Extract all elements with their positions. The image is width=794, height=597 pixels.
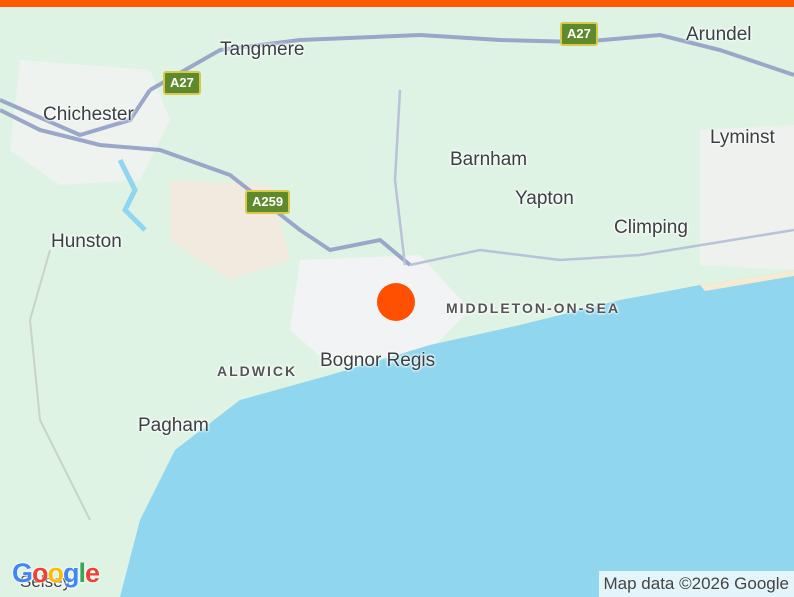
place-yapton[interactable]: Yapton [515, 188, 574, 209]
road-shield-a27-west: A27 [163, 71, 201, 95]
place-pagham[interactable]: Pagham [138, 415, 209, 436]
chichester-urban [10, 60, 170, 185]
place-barnham[interactable]: Barnham [450, 149, 528, 170]
place-climping[interactable]: Climping [614, 217, 688, 238]
place-selsey[interactable]: Selsey [20, 572, 72, 591]
beach [700, 270, 794, 291]
location-marker[interactable] [377, 283, 415, 321]
coastal-road [409, 228, 794, 267]
water-channel [117, 158, 147, 232]
road-shield-a27-east: A27 [560, 22, 598, 46]
map-attribution[interactable]: Map data ©2026 Google [598, 571, 794, 597]
accent-bar [0, 0, 794, 7]
sea-area [120, 270, 794, 597]
place-tangmere[interactable]: Tangmere [220, 39, 305, 60]
place-chichester[interactable]: Chichester [43, 104, 134, 125]
north-road [393, 89, 407, 266]
google-logo[interactable]: Google [12, 558, 100, 588]
a259-road [0, 108, 412, 267]
place-bognor-regis[interactable]: Bognor Regis [320, 350, 436, 371]
a27-west-road [0, 88, 152, 138]
a27-road [149, 32, 794, 92]
place-aldwick[interactable]: ALDWICK [217, 363, 298, 379]
place-arundel[interactable]: Arundel [686, 24, 752, 45]
road-shield-a259: A259 [245, 190, 291, 214]
minor-road [28, 249, 91, 521]
place-lyminster[interactable]: Lyminst [710, 127, 775, 148]
place-middleton-on-sea[interactable]: MIDDLETON-ON-SEA [446, 300, 621, 316]
place-hunston[interactable]: Hunston [51, 231, 122, 252]
